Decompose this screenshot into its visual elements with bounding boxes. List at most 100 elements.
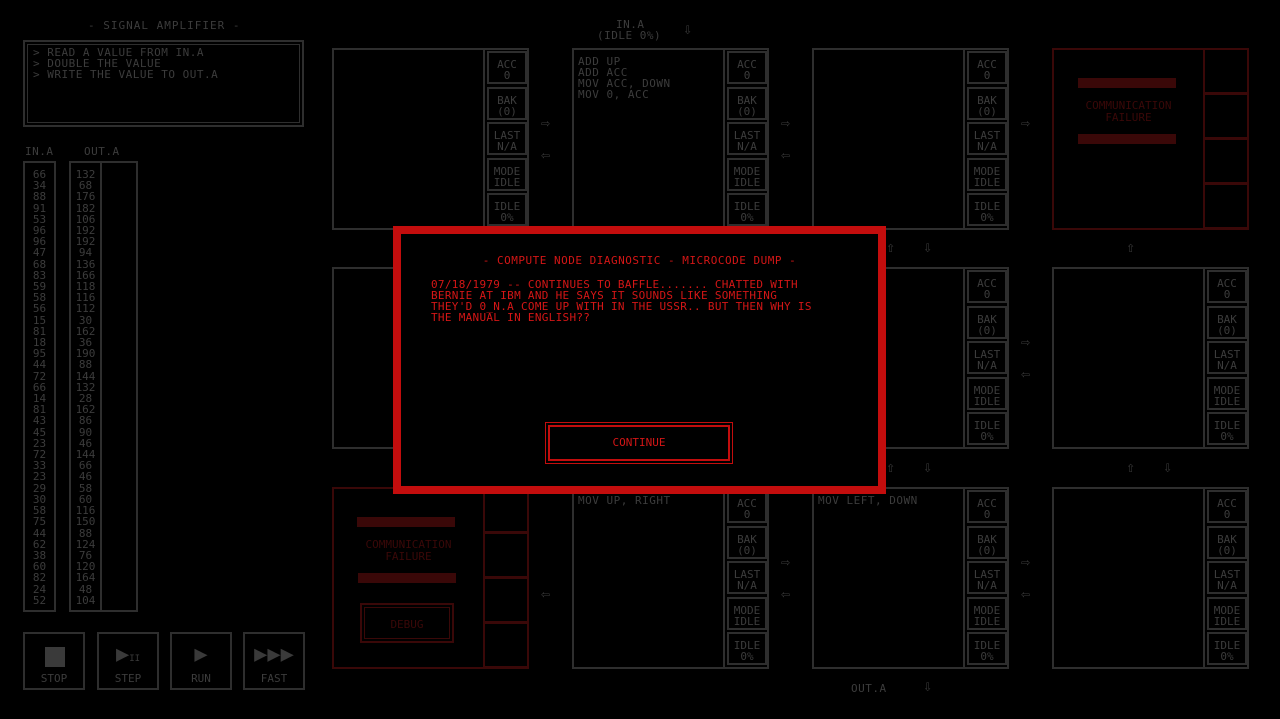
in-a-value: 83: [32, 268, 47, 282]
in-a-value: 58: [32, 291, 47, 305]
out-a-value: 132: [75, 380, 96, 394]
in-a-value: 56: [32, 302, 47, 316]
objective-1: > READ A VALUE FROM IN.A: [33, 46, 204, 59]
code-editor[interactable]: ADD UP ADD ACC MOV ACC, DOWN MOV 0, ACC: [572, 48, 725, 230]
in-a-value: 95: [32, 347, 47, 361]
code-editor[interactable]: MOV LEFT, DOWN: [812, 487, 965, 669]
register-bak: BAK(0): [1207, 525, 1247, 559]
code-editor[interactable]: [332, 48, 485, 230]
puzzle-title: - SIGNAL AMPLIFIER -: [88, 19, 241, 32]
register-bak: BAK(0): [727, 86, 767, 120]
in-a-value: 68: [32, 257, 47, 271]
in-a-value: 91: [32, 201, 47, 215]
step-button[interactable]: ▶II STEP: [97, 632, 159, 690]
arrow-right-icon: ⇨: [1021, 333, 1031, 351]
arrow-left-icon: ⇦: [1021, 365, 1031, 383]
in-a-value: 29: [32, 481, 47, 495]
run-button[interactable]: ▶ RUN: [170, 632, 232, 690]
in-a-value: 43: [32, 414, 47, 428]
node-code: ADD UP ADD ACC MOV ACC, DOWN MOV 0, ACC: [578, 55, 671, 101]
step-label: STEP: [114, 672, 142, 685]
out-a-value: 88: [78, 526, 93, 540]
out-a-actual-column: [100, 161, 138, 612]
register-bak: BAK(0): [727, 525, 767, 559]
code-editor[interactable]: [1052, 487, 1205, 669]
modal-title: - COMPUTE NODE DIAGNOSTIC - MICROCODE DU…: [482, 254, 797, 267]
arrow-left-icon: ⇦: [781, 146, 791, 164]
in-a-value: 23: [32, 436, 47, 450]
objective-2: > DOUBLE THE VALUE: [33, 57, 162, 70]
code-editor[interactable]: [1052, 267, 1205, 449]
out-a-value: 166: [75, 268, 96, 282]
arrow-left-icon: ⇦: [541, 585, 551, 603]
register-bak: BAK(0): [487, 86, 527, 120]
code-editor[interactable]: MOV UP, RIGHT: [572, 487, 725, 669]
in-a-value: 14: [32, 392, 47, 406]
register-bak: BAK(0): [1207, 305, 1247, 339]
out-a-value: 162: [75, 403, 96, 417]
out-a-value: 132: [75, 168, 96, 181]
out-a-value: 116: [75, 291, 96, 305]
out-a-value: 86: [78, 414, 93, 428]
code-editor[interactable]: [812, 48, 965, 230]
fast-button[interactable]: ▶▶▶ FAST: [243, 632, 305, 690]
out-a-value: 118: [75, 280, 96, 294]
in-a-value: 23: [32, 470, 47, 484]
out-a-value: 28: [78, 392, 93, 406]
in-a-value: 44: [32, 358, 47, 372]
step-icon: ▶II: [115, 642, 141, 667]
in-a-value: 53: [32, 212, 47, 226]
in-a-value: 75: [32, 515, 47, 529]
arrow-left-icon: ⇦: [781, 585, 791, 603]
out-a-value: 144: [75, 448, 96, 462]
play-icon: ▶: [194, 642, 208, 667]
in-a-value: 44: [32, 526, 47, 540]
out-a-value: 66: [78, 459, 93, 473]
failed-register: [1203, 183, 1249, 229]
in-a-value: 66: [32, 380, 47, 394]
failed-register: [483, 532, 529, 578]
in-a-value: 15: [32, 313, 47, 327]
failure-bar: [1078, 78, 1176, 88]
communication-failure-text: COMMUNICATION FAILURE: [1085, 99, 1172, 124]
in-a-value: 45: [32, 425, 47, 439]
stop-button[interactable]: STOP: [23, 632, 85, 690]
arrow-down-icon: ⇩: [923, 238, 933, 256]
debug-button[interactable]: DEBUG: [360, 603, 454, 643]
out-a-value: 190: [75, 347, 96, 361]
out-a-value: 104: [75, 593, 96, 607]
in-a-value: 52: [32, 593, 47, 607]
arrow-right-icon: ⇨: [541, 114, 551, 132]
arrow-down-icon: ⇩: [923, 458, 933, 476]
fast-forward-icon: ▶▶▶: [254, 642, 294, 667]
arrow-right-icon: ⇨: [1021, 114, 1031, 132]
in-a-header: IN.A: [25, 145, 54, 158]
arrow-left-icon: ⇦: [541, 146, 551, 164]
out-a-value: 36: [78, 336, 93, 350]
failed-register: [1203, 48, 1249, 94]
in-a-value: 96: [32, 224, 47, 238]
arrow-up-icon: ⇧: [1126, 238, 1136, 256]
in-a-value: 38: [32, 548, 47, 562]
stop-icon: [45, 647, 65, 667]
continue-button[interactable]: CONTINUE: [545, 422, 733, 464]
